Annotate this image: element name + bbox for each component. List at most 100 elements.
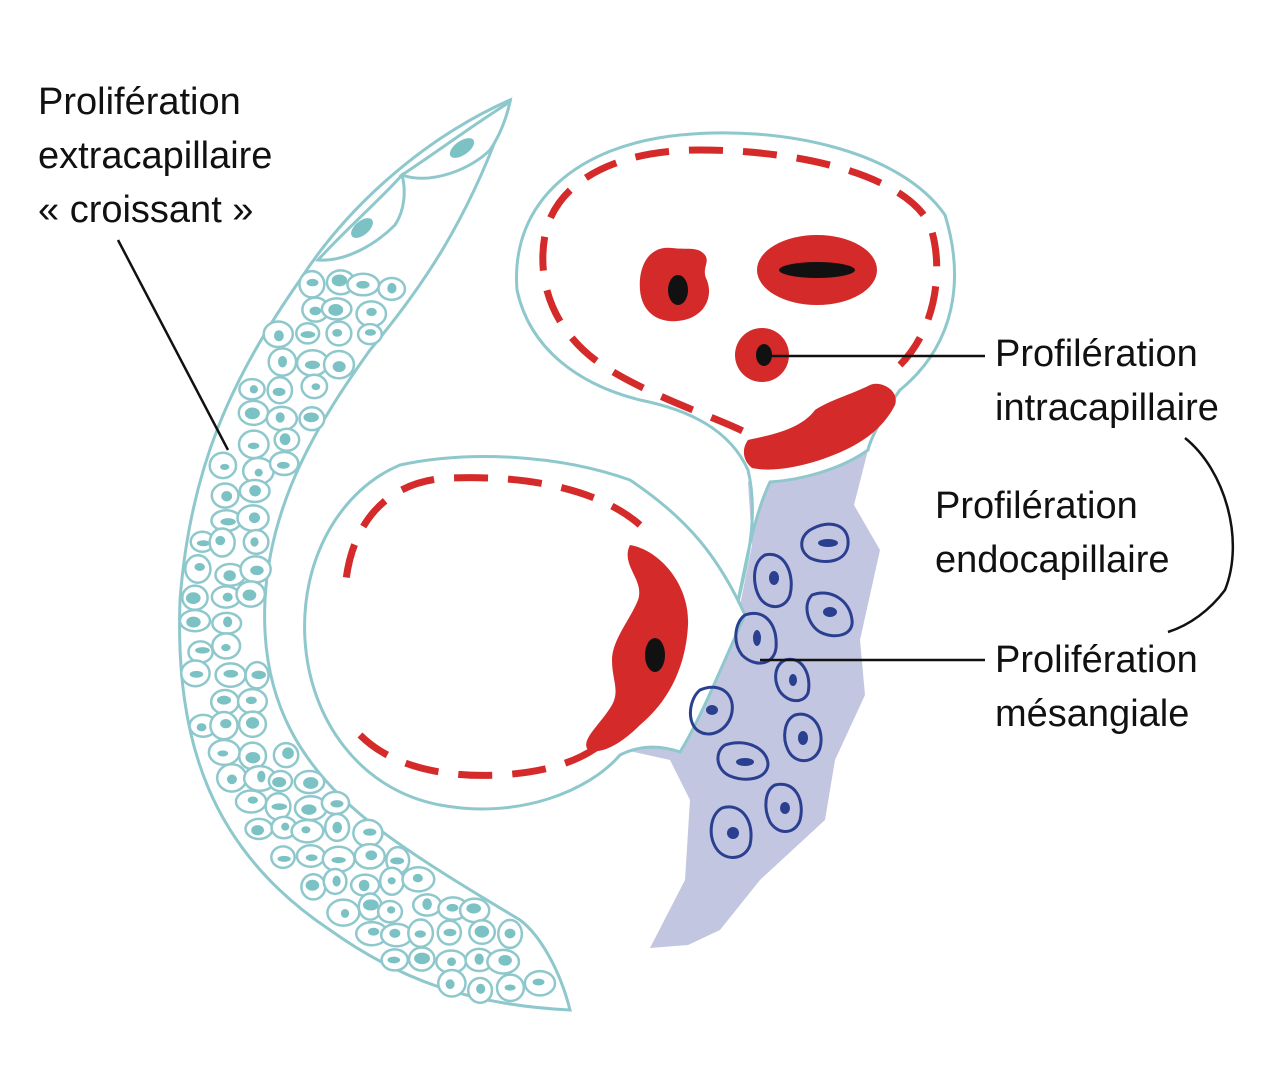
crescent — [178, 97, 572, 1012]
epithelial-cell-nucleus — [445, 979, 455, 990]
mesangial-cell — [800, 522, 850, 563]
epithelial-cell-nucleus — [305, 854, 318, 861]
label-intracapillary-line1: Profilération — [995, 333, 1198, 375]
epithelial-cell-nucleus — [358, 879, 370, 892]
epithelial-cell-nucleus — [271, 803, 288, 810]
epithelial-cell-nucleus — [331, 274, 348, 287]
epithelial-cell-nucleus — [282, 747, 294, 759]
mesangial-cell — [764, 782, 803, 833]
leader-lines — [116, 239, 1235, 662]
epithelial-cell-nucleus — [221, 644, 231, 652]
epithelial-cell-nucleus — [185, 592, 201, 604]
mesangial-cells — [688, 522, 854, 859]
epithelial-cell-nucleus — [278, 356, 287, 368]
epithelial-cell-nucleus — [220, 719, 232, 729]
epithelial-cell-nucleus — [476, 983, 486, 994]
epithelial-cell-nucleus — [251, 825, 264, 836]
epithelial-cell-nucleus — [249, 485, 261, 497]
lower-endothelium-dashed — [357, 732, 603, 779]
mesangial-cell — [783, 712, 823, 763]
epithelial-cell-nucleus — [249, 385, 258, 394]
mesangial-cell — [716, 741, 770, 781]
epithelial-cell-nucleus — [389, 928, 401, 938]
epithelial-cell-nucleus — [223, 616, 233, 628]
epithelial-cell-nucleus — [247, 796, 259, 804]
epithelial-cell-nucleus — [220, 463, 230, 470]
epithelial-cell-nucleus — [250, 537, 259, 547]
epithelial-cell-nucleus — [215, 535, 226, 546]
mesangial-nucleus — [753, 630, 761, 646]
label-extracapillary-line3: « croissant » — [38, 189, 253, 231]
cell-nucleus — [668, 275, 688, 305]
mesangial-nucleus — [798, 731, 808, 745]
epithelial-cell-nucleus — [222, 592, 233, 602]
epithelial-cell-nucleus — [331, 857, 346, 864]
epithelial-cell-nucleus — [247, 442, 260, 450]
label-endocapillary-line2: endocapillaire — [935, 539, 1170, 581]
label-endocapillary-line1: Profilération — [935, 485, 1138, 527]
mesangial-cell — [774, 657, 811, 702]
label-extracapillary: Prolifération extracapillaire « croissan… — [38, 81, 272, 231]
flat-cell — [398, 98, 513, 180]
epithelial-cell-nucleus — [273, 330, 284, 342]
epithelial-cell-nucleus — [272, 387, 286, 397]
epithelial-cell-nucleus — [340, 908, 350, 918]
epithelial-cell-nucleus — [387, 906, 396, 914]
epithelial-cell-nucleus — [223, 669, 239, 678]
epithelial-cell-nucleus — [196, 723, 207, 732]
epithelial-cell-nucleus — [332, 328, 343, 337]
epithelial-cell-nucleus — [220, 518, 236, 526]
epithelial-cell-nucleus — [498, 954, 512, 966]
epithelial-cell-nucleus — [196, 540, 211, 547]
endocapillary-cell — [586, 545, 689, 752]
epithelial-cell-nucleus — [276, 461, 290, 469]
epithelial-cell-nucleus — [194, 563, 205, 571]
epithelial-cell-nucleus — [221, 491, 233, 502]
endocapillary-brace — [1167, 437, 1235, 634]
epithelial-cell-nucleus — [311, 383, 321, 391]
epithelial-cell-nucleus — [532, 978, 545, 986]
epithelial-cell-nucleus — [186, 616, 201, 628]
epithelial-cell-nucleus — [504, 928, 516, 939]
endothelial-cell-blob — [743, 383, 896, 470]
label-mesangial: Prolifération mésangiale — [995, 639, 1198, 735]
epithelial-cell-nucleus — [474, 925, 490, 938]
epithelial-cell-nucleus — [254, 468, 263, 477]
mesangium — [625, 450, 880, 948]
epithelial-cell-nucleus — [447, 957, 456, 967]
epithelial-cell-nucleus — [364, 329, 377, 336]
epithelial-cell-nucleus — [367, 927, 380, 936]
mesangial-nucleus — [769, 571, 779, 585]
upper-endothelium-dashed — [539, 146, 941, 436]
mesangial-cell — [753, 552, 793, 609]
epithelial-cell-nucleus — [301, 826, 311, 834]
epithelial-cell-nucleus — [332, 821, 343, 834]
epithelial-cell-nucleus — [245, 751, 261, 764]
upper-capillary-loop — [515, 131, 956, 616]
mesangial-nucleus — [818, 539, 838, 547]
label-mesangial-line1: Prolifération — [995, 639, 1198, 681]
epithelial-cell-nucleus — [245, 717, 260, 729]
epithelial-cell-nucleus — [216, 695, 232, 705]
epithelial-cell-nucleus — [412, 873, 423, 883]
epithelial-cell-nucleus — [474, 953, 484, 965]
epithelial-cell-nucleus — [303, 412, 319, 423]
epithelial-cell-nucleus — [387, 956, 401, 964]
mesangial-cell — [709, 805, 753, 859]
epithelial-cell-nucleus — [300, 331, 316, 339]
label-intracapillary-line2: intracapillaire — [995, 387, 1219, 429]
flat-cell — [314, 171, 406, 262]
cell-nucleus — [756, 344, 772, 366]
lower-capillary-loop — [303, 455, 747, 811]
epithelial-cell-nucleus — [414, 952, 431, 965]
epithelial-cell-nucleus — [504, 984, 516, 991]
label-intracapillary: Profilération intracapillaire — [995, 333, 1219, 429]
epithelial-cell-nucleus — [251, 670, 267, 680]
epithelial-cell-nucleus — [366, 307, 377, 317]
mesangial-nucleus — [706, 705, 718, 715]
flat-cell-nucleus — [449, 138, 475, 158]
epithelial-cell-nucleus — [303, 777, 319, 789]
mesangial-nucleus — [780, 802, 790, 814]
epithelial-cell-nucleus — [332, 361, 346, 373]
